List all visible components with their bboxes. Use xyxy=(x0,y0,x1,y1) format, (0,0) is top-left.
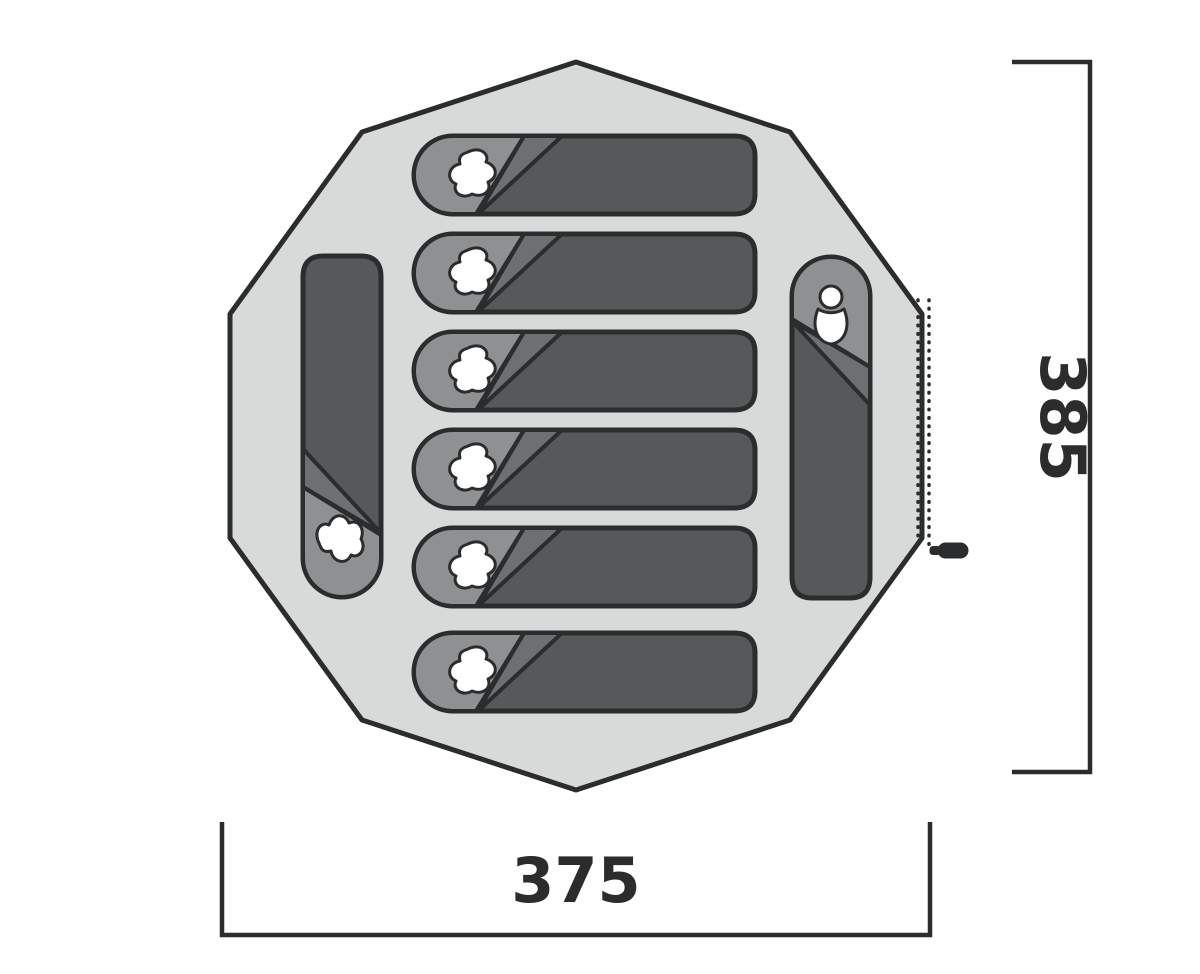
sleeping-bag-row-6 xyxy=(414,633,755,711)
height-dimension: 385 xyxy=(1012,59,1099,775)
door-zipper xyxy=(916,298,969,559)
zipper-pull-icon xyxy=(929,542,969,559)
sleeping-bag-right-vertical xyxy=(792,257,870,598)
height-dimension-label: 385 xyxy=(1026,352,1099,481)
width-dimension-label: 375 xyxy=(511,844,640,917)
sleeping-bag-row-4 xyxy=(414,430,755,508)
width-dimension: 375 xyxy=(219,822,933,938)
height-dimension-line xyxy=(1012,59,1093,775)
sleeping-bag-row-3 xyxy=(414,332,755,410)
width-dimension-line xyxy=(219,822,933,938)
sleeping-bag-left-vertical xyxy=(303,256,381,597)
sleeping-bag-row-1 xyxy=(414,136,755,214)
sleeping-bag-row-5 xyxy=(414,528,755,606)
sleeping-bag-row-2 xyxy=(414,234,755,312)
